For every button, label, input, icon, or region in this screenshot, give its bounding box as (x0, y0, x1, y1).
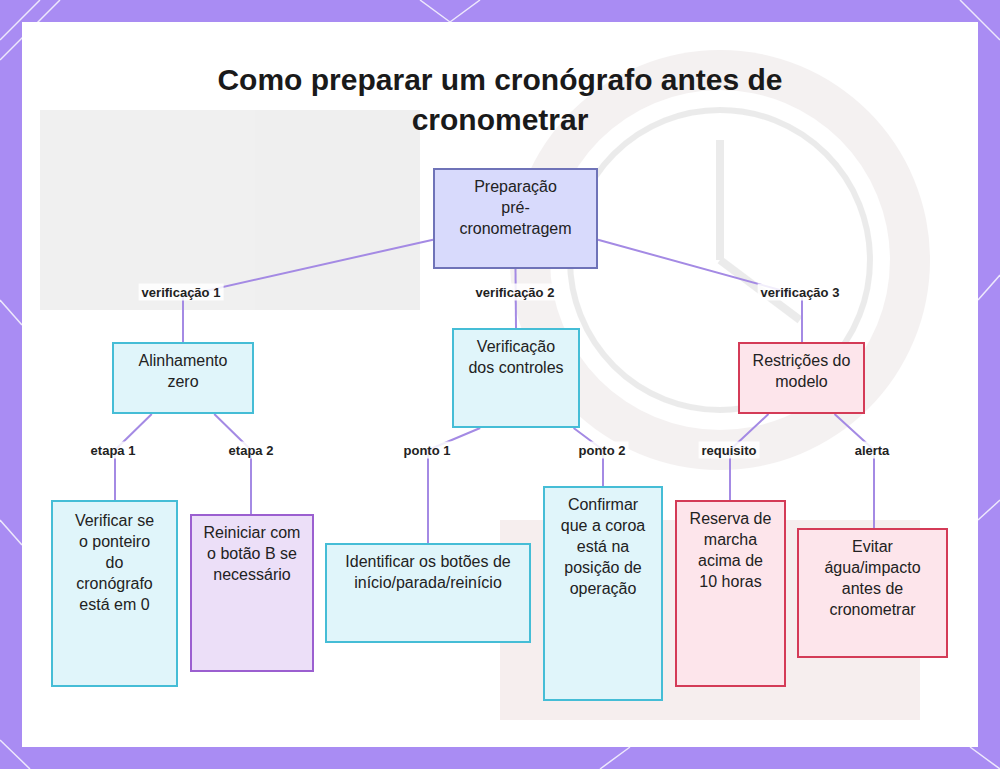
box-text: Verificação dos controles (464, 336, 568, 378)
box-text: Reiniciar com o botão B se necessário (202, 522, 302, 585)
process-box: Reserva de marcha acima de 10 horas (675, 500, 786, 687)
edge-label: etapa 2 (226, 442, 277, 459)
box-text: Evitar água/impacto antes de cronometrar (813, 536, 932, 620)
connector (214, 414, 251, 514)
process-box: Verificar se o ponteiro do cronógrafo es… (51, 500, 178, 687)
box-text: Reserva de marcha acima de 10 horas (689, 508, 772, 592)
edge-label: verificação 2 (473, 284, 558, 301)
title: Como preparar um cronógrafo antes de cro… (200, 60, 800, 140)
process-box: Evitar água/impacto antes de cronometrar (797, 528, 948, 658)
edge-label: verificação 1 (139, 284, 224, 301)
box-text: Restrições do modelo (750, 350, 853, 392)
connector (835, 414, 874, 528)
edge-label: ponto 2 (576, 442, 629, 459)
process-box: Verificação dos controles (452, 328, 580, 428)
box-text: Identificar os botões de início/parada/r… (343, 551, 513, 593)
process-box: Reiniciar com o botão B se necessário (190, 514, 314, 672)
edge-label: alerta (852, 442, 893, 459)
box-text: Confirmar que a coroa está na posição de… (557, 494, 649, 599)
process-box: Identificar os botões de início/parada/r… (325, 543, 531, 643)
process-box: Alinhamento zero (112, 342, 254, 414)
edge-label: etapa 1 (88, 442, 139, 459)
process-box: Confirmar que a coroa está na posição de… (543, 486, 663, 701)
box-text: Verificar se o ponteiro do cronógrafo es… (71, 510, 158, 615)
edge-label: requisito (699, 442, 760, 459)
process-box: Restrições do modelo (738, 342, 865, 414)
edge-label: verificação 3 (758, 284, 843, 301)
canvas (22, 22, 978, 747)
box-text: Alinhamento zero (124, 350, 242, 392)
box-text: Preparação pré-cronometragem (459, 176, 571, 239)
edge-label: ponto 1 (401, 442, 454, 459)
process-box: Preparação pré-cronometragem (433, 168, 598, 269)
